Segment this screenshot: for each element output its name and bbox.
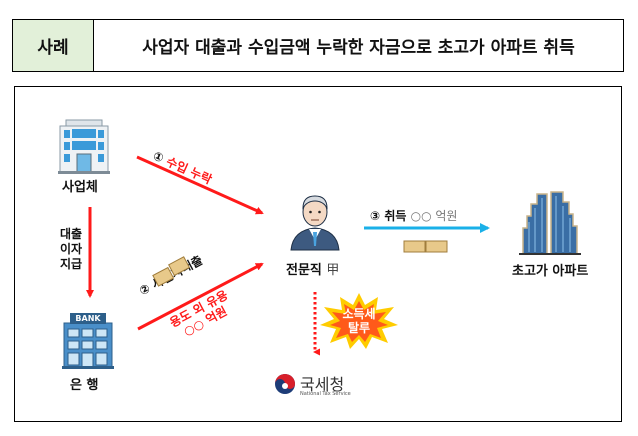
business-label: 사업체 (62, 180, 98, 195)
arrow-income-omission (136, 155, 264, 215)
cash-bundle-icon (403, 238, 449, 254)
nts-subname: National Tax Service (300, 391, 351, 397)
apartment-label: 초고가 아파트 (512, 264, 589, 279)
case-header: 사례 사업자 대출과 수입금액 누락한 자금으로 초고가 아파트 취득 (12, 19, 624, 72)
step3-number: ③ (370, 209, 381, 223)
step3-label: ③ 취득 ○○ 억원 (370, 207, 457, 224)
skyscraper-icon (515, 188, 585, 256)
arrow-business-loan (137, 262, 264, 331)
office-building-icon (58, 118, 110, 174)
tax-evasion-text: 소득세 탈루 (320, 307, 398, 335)
step3-text: 취득 (384, 209, 407, 223)
tax-evasion-line: 탈루 (347, 321, 371, 335)
case-tag: 사례 (13, 20, 94, 71)
bank-building-icon: BANK (62, 313, 114, 369)
diagram-frame (14, 86, 622, 422)
professional-suffix: 甲 (326, 263, 340, 278)
loan-interest-line: 이자 (60, 242, 83, 256)
bank-sign: BANK (75, 314, 101, 323)
step3-amount: ○○ 억원 (410, 209, 458, 223)
businessman-avatar-icon (289, 192, 341, 251)
nts-name: 국세청 (300, 375, 345, 394)
professional-title: 전문직 (286, 263, 322, 278)
loan-interest-label: 대출 이자 지급 (60, 227, 82, 272)
tax-evasion-burst: 소득세 탈루 (320, 293, 398, 349)
professional-label: 전문직 甲 (286, 259, 339, 278)
nts-logo-icon (274, 373, 296, 395)
case-title: 사업자 대출과 수입금액 누락한 자금으로 초고가 아파트 취득 (142, 38, 575, 58)
loan-interest-line: 지급 (60, 257, 83, 271)
bank-label: 은 행 (70, 378, 99, 393)
loan-interest-line: 대출 (60, 227, 83, 241)
tax-evasion-line: 소득세 (342, 307, 376, 321)
cash-bundle-icon (150, 254, 194, 289)
